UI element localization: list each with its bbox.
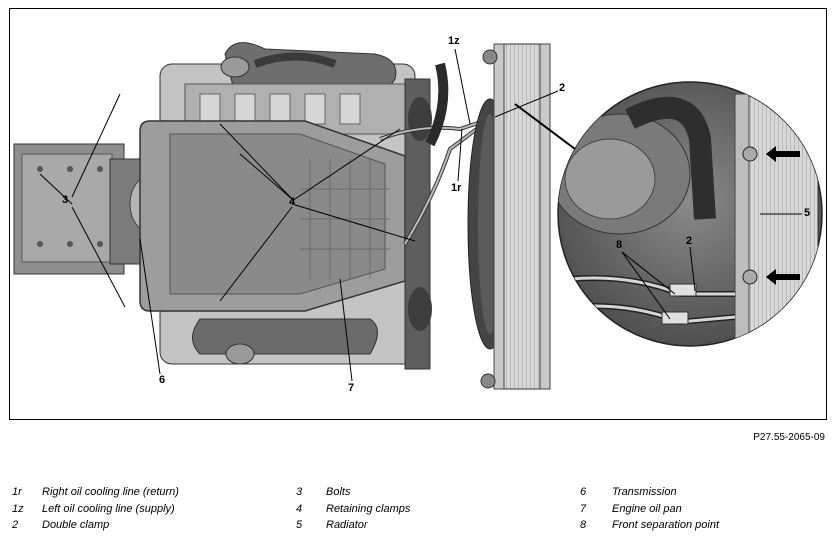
diagram-figure: 1z 2 1r 3 4 5 2 8 6 7 — [9, 8, 827, 420]
engine-block-drawing — [139, 42, 432, 370]
engine-illustration — [13, 42, 823, 390]
radiator-drawing — [480, 43, 551, 390]
legend-label: Radiator — [326, 519, 368, 531]
legend-key: 1z — [12, 503, 24, 515]
callout-1r: 1r — [451, 182, 462, 194]
legend-label: Right oil cooling line (return) — [42, 486, 179, 498]
callout-1z: 1z — [448, 35, 460, 47]
legend-key: 4 — [296, 503, 303, 515]
legend-label: Engine oil pan — [612, 503, 682, 515]
callout-2-detail: 2 — [686, 235, 693, 247]
legend-key: 3 — [296, 486, 303, 498]
legend-key: 5 — [296, 519, 303, 531]
legend-label: Double clamp — [42, 519, 110, 531]
callout-7: 7 — [348, 382, 355, 394]
legend-key: 8 — [580, 519, 587, 531]
legend-key: 7 — [580, 503, 587, 515]
arrow-lower-icon — [766, 269, 800, 285]
legend: 1r Right oil cooling line (return) 1z Le… — [0, 484, 837, 540]
arrow-upper-icon — [766, 146, 800, 162]
leader-lines — [39, 48, 802, 382]
legend-label: Left oil cooling line (supply) — [42, 503, 175, 515]
figure-reference-code: P27.55-2065-09 — [753, 432, 825, 443]
callout-4: 4 — [289, 196, 296, 208]
legend-label: Front separation point — [612, 519, 720, 531]
legend-label: Bolts — [326, 486, 351, 498]
callout-3: 3 — [62, 194, 69, 206]
legend-label: Retaining clamps — [326, 503, 411, 515]
legend-key: 6 — [580, 486, 587, 498]
legend-key: 1r — [12, 486, 22, 498]
callout-6: 6 — [159, 374, 166, 386]
legend-key: 2 — [12, 519, 19, 531]
callout-2: 2 — [559, 82, 566, 94]
callout-8: 8 — [616, 239, 623, 251]
callout-5: 5 — [804, 207, 811, 219]
legend-label: Transmission — [612, 486, 677, 498]
